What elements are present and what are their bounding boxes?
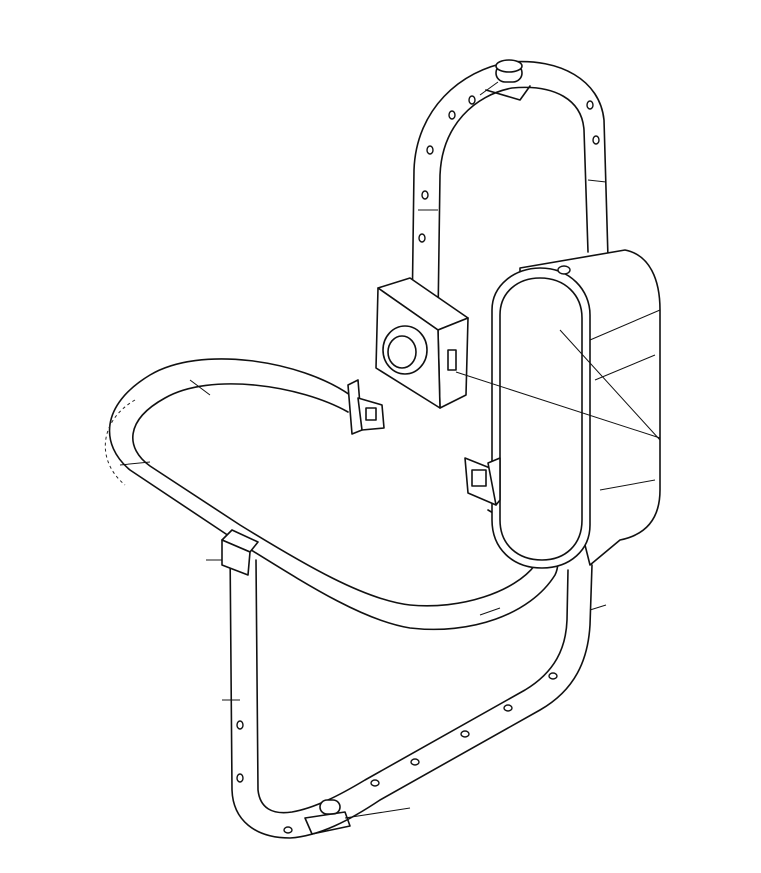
left-buckle [347, 379, 385, 435]
upper-strap-holes [418, 95, 600, 243]
control-box [375, 277, 661, 439]
battery-pack [491, 249, 661, 569]
right-buckle [464, 457, 501, 506]
top-snap-button [485, 59, 531, 101]
lower-strap [206, 544, 607, 839]
bottom-snap-button [304, 799, 411, 835]
usb-port [447, 349, 457, 371]
lower-strap-holes [236, 672, 558, 834]
strap-keeper [221, 529, 259, 576]
lens-button [382, 325, 428, 375]
